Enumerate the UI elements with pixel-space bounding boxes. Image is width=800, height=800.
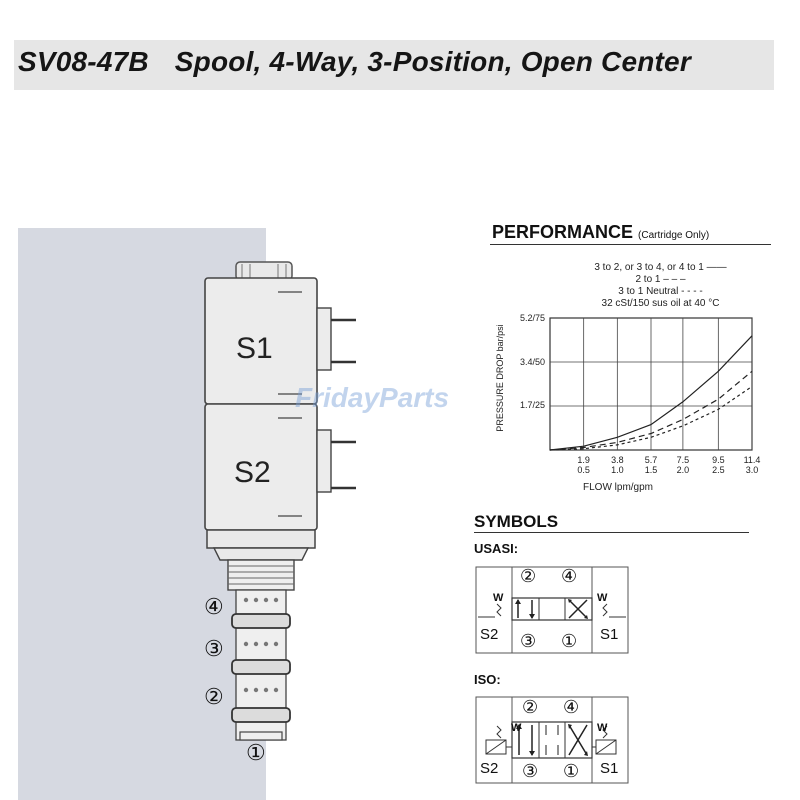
y-tick-label: 3.4/50 [519,357,545,367]
iso-port-4: ④ [563,697,580,717]
iso-port-1: ① [563,761,580,781]
watermark-logo: FridayParts [295,382,450,413]
usasi-solenoid-s2: S2 [480,626,499,643]
iso-spring-right: W [597,722,608,734]
legend-entry-dotted: 3 to 1 Neutral - - - - [618,286,703,297]
usasi-solenoid-s1: S1 [600,626,619,643]
iso-port-2: ② [522,697,539,717]
chart-legend: 3 to 2, or 3 to 4, or 4 to 1 —— 2 to 1 –… [548,262,773,310]
valve-description: Spool, 4-Way, 3-Position, Open Center [174,46,691,77]
usasi-port-2: ② [520,566,537,586]
iso-solenoid-s1: S1 [600,760,619,777]
usasi-spring-left: W [493,592,504,604]
usasi-spring-right: W [597,592,608,604]
title-bar [14,40,774,90]
performance-heading: PERFORMANCE (Cartridge Only) [492,222,709,243]
usasi-port-3: ③ [520,631,537,651]
iso-solenoid-s2: S2 [480,760,499,777]
chart-x-axis-label: FLOW lpm/gpm [583,482,654,493]
coil-s2-label: S2 [234,456,271,489]
chart-grid [549,317,753,451]
port-label-4: ④ [204,594,224,619]
y-tick-label: 5.2/75 [519,313,545,323]
legend-oil-note: 32 cSt/150 sus oil at 40 °C [601,298,720,309]
usasi-port-4: ④ [561,566,578,586]
page-title: SV08-47B Spool, 4-Way, 3-Position, Open C… [18,46,691,78]
chart-series-line-2 [549,370,753,451]
performance-heading-text: PERFORMANCE [492,222,634,242]
chart-series-line-1 [549,335,753,451]
performance-subheading: (Cartridge Only) [638,230,710,241]
legend-entry-solid: 3 to 2, or 3 to 4, or 4 to 1 —— [594,262,727,273]
port-label-2: ② [204,684,224,709]
port-label-1: ① [246,740,266,765]
iso-label: ISO: [474,672,501,687]
symbols-rule [474,532,749,533]
iso-port-3: ③ [522,761,539,781]
port-label-3: ③ [204,636,224,661]
usasi-port-1: ① [561,631,578,651]
model-number: SV08-47B [18,46,149,77]
performance-rule [490,244,771,245]
coil-s1-label: S1 [236,332,273,365]
chart-series [549,335,753,451]
chart-series-line-3 [549,386,753,451]
symbols-heading: SYMBOLS [474,512,559,531]
legend-entry-dashed: 2 to 1 – – – [635,274,686,285]
y-tick-label: 1.7/25 [519,400,545,410]
usasi-label: USASI: [474,541,519,556]
iso-spring-left: W [511,722,522,734]
